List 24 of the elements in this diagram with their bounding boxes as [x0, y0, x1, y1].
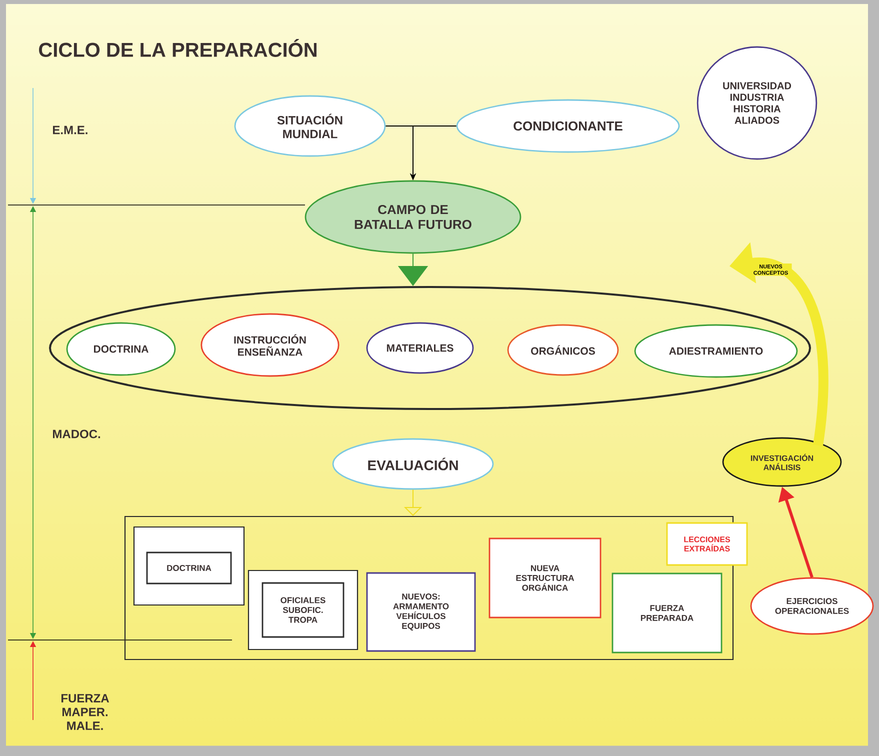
oval-node: DOCTRINA — [66, 322, 176, 376]
oval-node: INVESTIGACIÓN ANÁLISIS — [722, 437, 842, 487]
oval-node: EJERCICIOS OPERACIONALES — [750, 577, 874, 635]
oval-node: ADIESTRAMIENTO — [634, 324, 798, 378]
oval-node: UNIVERSIDAD INDUSTRIA HISTORIA ALIADOS — [696, 46, 818, 160]
text-box: NUEVA ESTRUCTURA ORGÁNICA — [488, 538, 602, 618]
title: CICLO DE LA PREPARACIÓN — [39, 39, 316, 57]
oval-node: INSTRUCCIÓN ENSEÑANZA — [200, 313, 340, 377]
side-label: MADOC. — [53, 430, 100, 438]
oval-node: SITUACIÓN MUNDIAL — [234, 95, 386, 157]
text-box: OFICIALES SUBOFIC. TROPA — [262, 582, 344, 638]
side-label: E.M.E. — [53, 126, 88, 134]
group-oval — [49, 286, 811, 410]
text-box: FUERZA PREPARADA — [612, 572, 722, 654]
side-label: FUERZA MAPER. MALE. — [61, 694, 109, 730]
frame-box — [124, 516, 734, 660]
text-box: NUEVOS: ARMAMENTO VEHÍCULOS EQUIPOS — [366, 572, 476, 652]
text-box: LECCIONES EXTRAÍDAS — [666, 522, 748, 566]
oval-node: ORGÁNICOS — [507, 324, 619, 376]
oval-node: EVALUACIÓN — [332, 438, 494, 490]
oval-node: CONDICIONANTE — [456, 99, 680, 153]
oval-node: MATERIALES — [366, 322, 474, 374]
text-box: DOCTRINA — [146, 552, 232, 584]
oval-node: CAMPO DE BATALLA FUTURO — [304, 180, 522, 254]
